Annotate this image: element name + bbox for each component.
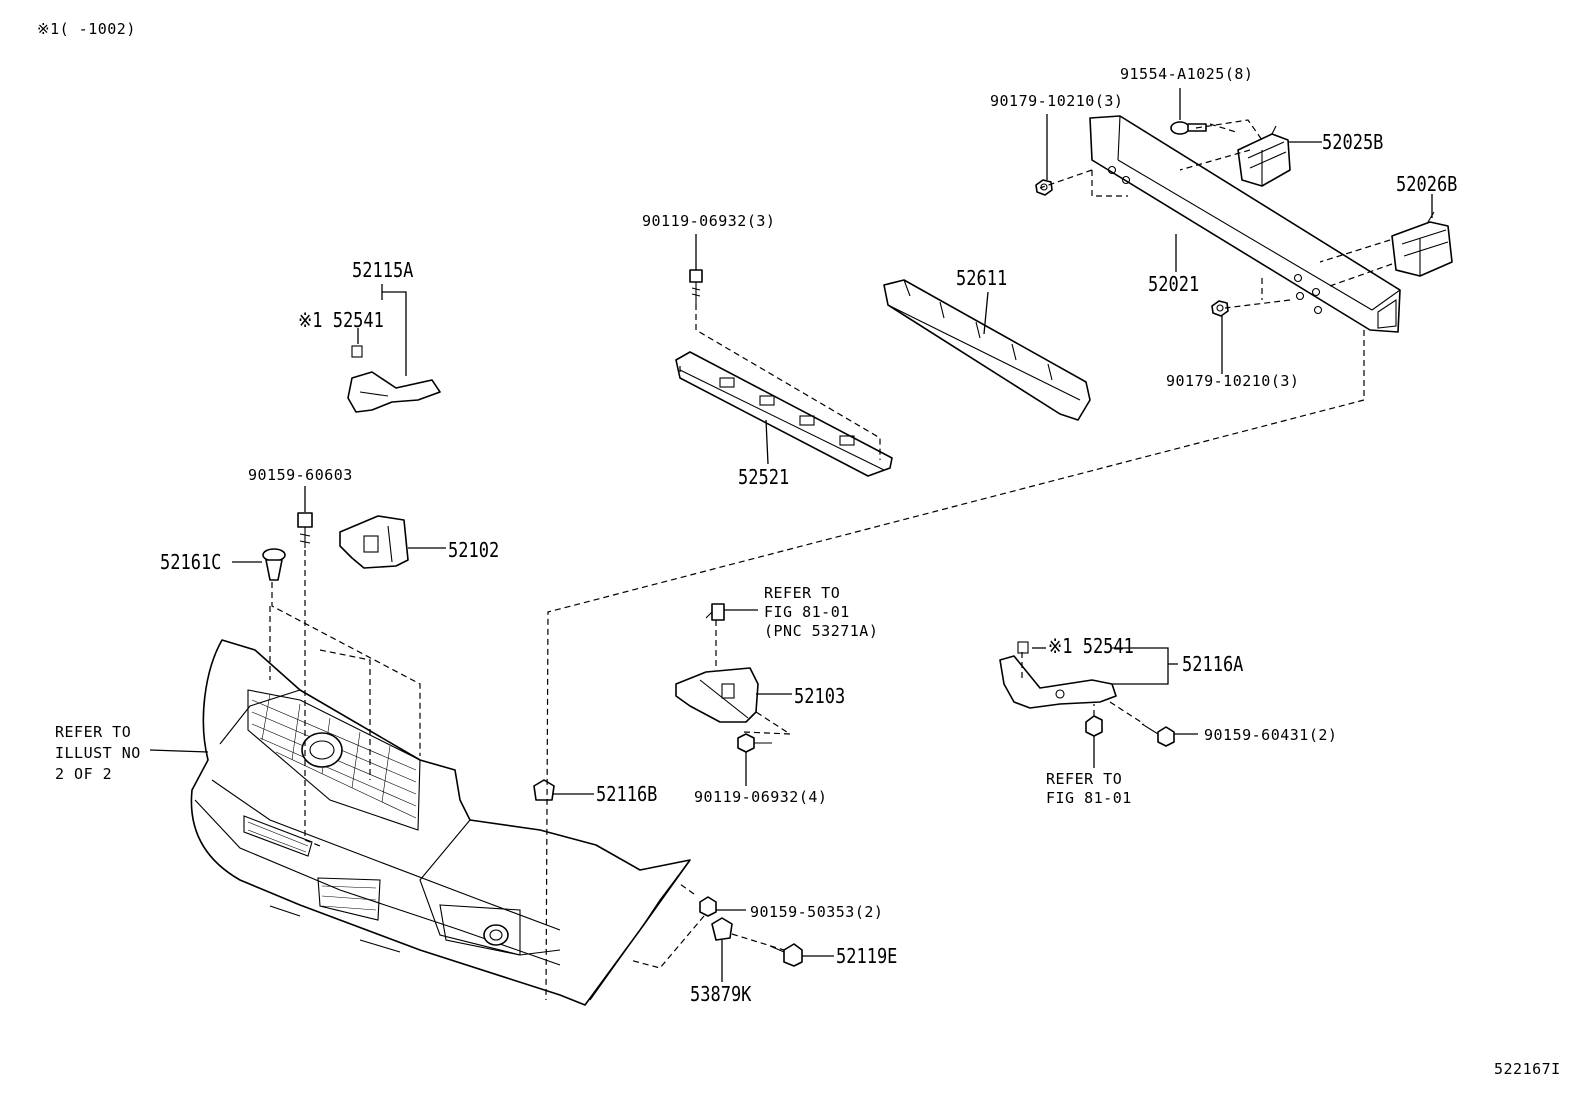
- leader-lines: [149, 88, 1433, 982]
- screw-90159-60603: [297, 512, 313, 548]
- label-52025B[interactable]: 52025B: [1322, 130, 1384, 154]
- label-52115A[interactable]: 52115A: [352, 258, 414, 282]
- screw-52119E: [769, 943, 803, 967]
- label-90179-10210-top[interactable]: 90179-10210(3): [990, 92, 1124, 110]
- label-52521[interactable]: 52521: [738, 465, 790, 489]
- bolt-fig-81-01: [1085, 715, 1103, 737]
- label-52103[interactable]: 52103: [794, 684, 846, 708]
- bumper-reinforcement-52021: [1089, 115, 1401, 333]
- header-note: ※1( -1002): [37, 20, 136, 38]
- label-52116A[interactable]: 52116A: [1182, 652, 1244, 676]
- label-52119E[interactable]: 52119E: [836, 944, 898, 968]
- nut-90159-50353: [699, 896, 717, 917]
- label-90159-50353[interactable]: 90159-50353(2): [750, 903, 884, 921]
- label-52026B[interactable]: 52026B: [1396, 172, 1458, 196]
- clip-52116B: [533, 779, 555, 801]
- illustration-id: 522167I: [1494, 1060, 1561, 1078]
- clip-53271A: [705, 603, 725, 621]
- label-52611[interactable]: 52611: [956, 266, 1008, 290]
- alignment-lines: [269, 119, 1393, 1001]
- refer-to-fig-right-note: REFER TO FIG 81-01: [1046, 770, 1132, 807]
- refer-to-fig-pnc-note: REFER TO FIG 81-01 (PNC 53271A): [764, 584, 879, 640]
- retainer-52521: [675, 351, 893, 477]
- nut-90179-top: [1035, 179, 1053, 196]
- absorber-52611: [883, 279, 1091, 421]
- label-52021[interactable]: 52021: [1148, 272, 1200, 296]
- label-52102[interactable]: 52102: [448, 538, 500, 562]
- label-53879K[interactable]: 53879K: [690, 982, 752, 1006]
- bracket-52102: [339, 515, 409, 569]
- front-bumper-cover: [190, 639, 691, 1006]
- label-90119-06932-top[interactable]: 90119-06932(3): [642, 212, 776, 230]
- side-retainer-52115A: [347, 345, 441, 413]
- bracket-52026B: [1391, 211, 1453, 277]
- side-retainer-52116A: [999, 641, 1117, 709]
- nut-53879K: [711, 917, 733, 941]
- bracket-52025B: [1237, 125, 1291, 187]
- screw-90159-60431: [1141, 723, 1175, 747]
- label-52161C[interactable]: 52161C: [160, 550, 222, 574]
- label-90159-60431[interactable]: 90159-60431(2): [1204, 726, 1338, 744]
- label-52541-right[interactable]: ※1 52541: [1048, 634, 1134, 658]
- label-90179-10210-bottom[interactable]: 90179-10210(3): [1166, 372, 1300, 390]
- label-90119-06932-bottom[interactable]: 90119-06932(4): [694, 788, 828, 806]
- bracket-52103: [675, 667, 759, 723]
- bolt-90119-bottom: [737, 733, 772, 753]
- refer-to-illust-note: REFER TO ILLUST NO 2 OF 2: [55, 723, 141, 783]
- bolt-91554: [1170, 121, 1207, 135]
- label-91554-A1025[interactable]: 91554-A1025(8): [1120, 65, 1254, 83]
- bolt-90119-top: [689, 269, 703, 304]
- label-52116B[interactable]: 52116B: [596, 782, 658, 806]
- clip-52161C: [262, 548, 286, 581]
- label-90159-60603[interactable]: 90159-60603: [248, 466, 353, 484]
- label-52541-left[interactable]: ※1 52541: [298, 308, 384, 332]
- nut-90179-bottom: [1211, 300, 1229, 317]
